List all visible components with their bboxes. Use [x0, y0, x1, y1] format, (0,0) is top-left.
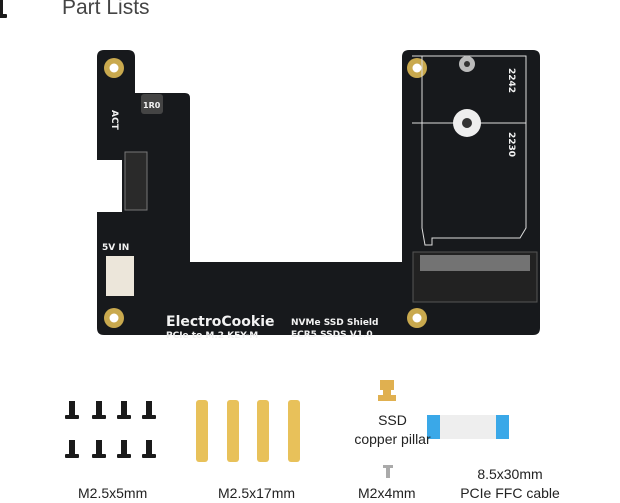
svg-text:ACT: ACT [109, 110, 119, 131]
svg-text:2230: 2230 [506, 132, 516, 157]
pcb-board: 1R0 ACT 5V IN 2242 2230 ElectroCookie PC… [97, 50, 540, 341]
ssd-copper-pillar [378, 380, 396, 401]
inductor [141, 94, 163, 114]
ffc-cable [427, 415, 509, 439]
power-connector [106, 256, 134, 296]
page-title: Part Lists [62, 0, 150, 19]
ffc-connector [124, 151, 148, 211]
svg-text:2242: 2242 [506, 68, 516, 93]
svg-text:5V IN: 5V IN [102, 243, 129, 253]
svg-text:1R0: 1R0 [143, 101, 161, 110]
label-m2.5x17: M2.5x17mm [218, 485, 296, 501]
svg-text:ECR5 SSDS V1.0: ECR5 SSDS V1.0 [291, 330, 373, 340]
label-m2x4: M2x4mm [358, 485, 416, 501]
label-m2.5x5: M2.5x5mm [78, 485, 148, 501]
svg-text:ElectroCookie: ElectroCookie [166, 314, 275, 330]
svg-text:PCIe to M.2 KEY-M: PCIe to M.2 KEY-M [166, 331, 258, 341]
standoffs-m2.5x17 [196, 400, 300, 462]
screw-m2x4 [383, 465, 393, 478]
svg-text:NVMe SSD Shield: NVMe SSD Shield [291, 318, 378, 328]
screws-m2.5x5 [0, 0, 156, 458]
